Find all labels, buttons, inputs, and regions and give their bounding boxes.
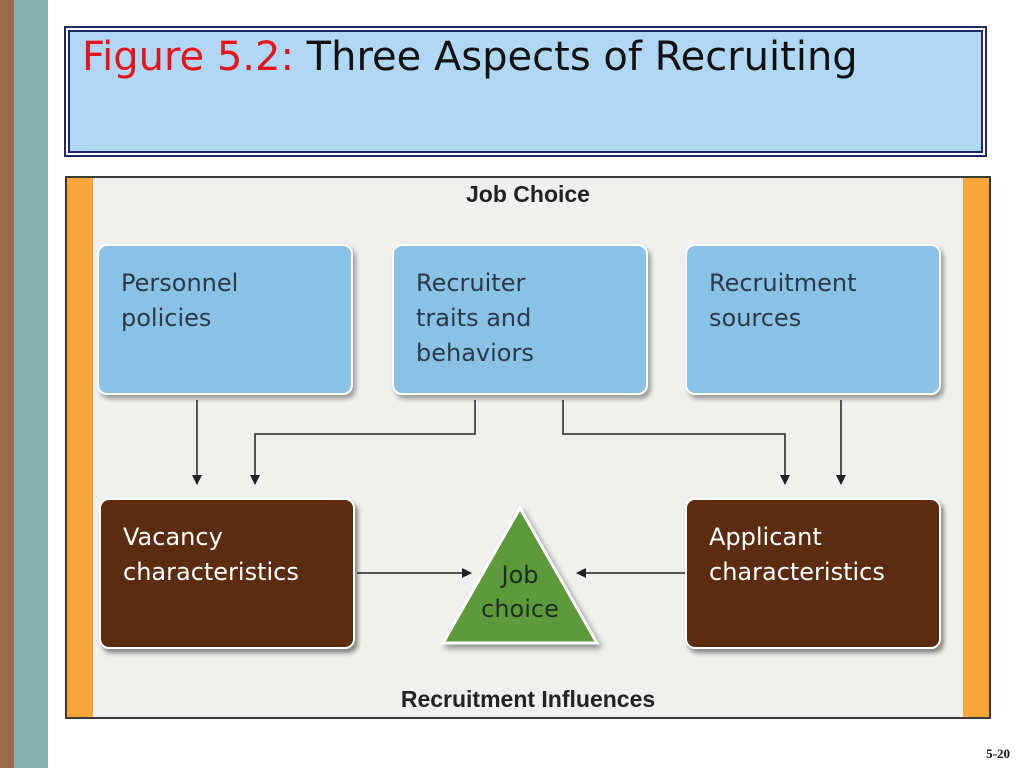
job-choice-heading: Job Choice (466, 181, 590, 207)
job-choice-triangle-label: Job choice (481, 561, 559, 623)
box-recruiter-traits: Recruiter traits and behaviors (392, 244, 648, 395)
title-box: Figure 5.2: Three Aspects of Recruiting (64, 26, 987, 157)
arrow-recruiter-to-vacancy (250, 400, 476, 485)
box-recruitment-sources: Recruitment sources (685, 244, 941, 395)
left-edge-stripe-brown (0, 0, 14, 768)
slide-number: 5-20 (986, 746, 1010, 761)
right-orange-bar (963, 178, 989, 717)
recruitment-influences-heading: Recruitment Influences (400, 686, 656, 712)
figure-label: Figure 5.2: (82, 34, 294, 80)
left-orange-bar (67, 178, 93, 717)
box-personnel-policies: Personnel policies (97, 244, 353, 395)
left-edge-stripe-teal (14, 0, 48, 768)
connector-arrows (192, 400, 846, 645)
slide-title: Figure 5.2: Three Aspects of Recruiting (82, 34, 858, 80)
box-applicant-characteristics: Applicant characteristics (685, 498, 941, 649)
recruiting-diagram: Job Choice Personnel policies Recruiter … (65, 176, 991, 719)
arrow-recruiter-to-applicant (562, 400, 790, 485)
figure-title: Three Aspects of Recruiting (293, 34, 858, 80)
job-choice-triangle (440, 504, 600, 645)
box-vacancy-characteristics: Vacancy characteristics (99, 498, 355, 649)
